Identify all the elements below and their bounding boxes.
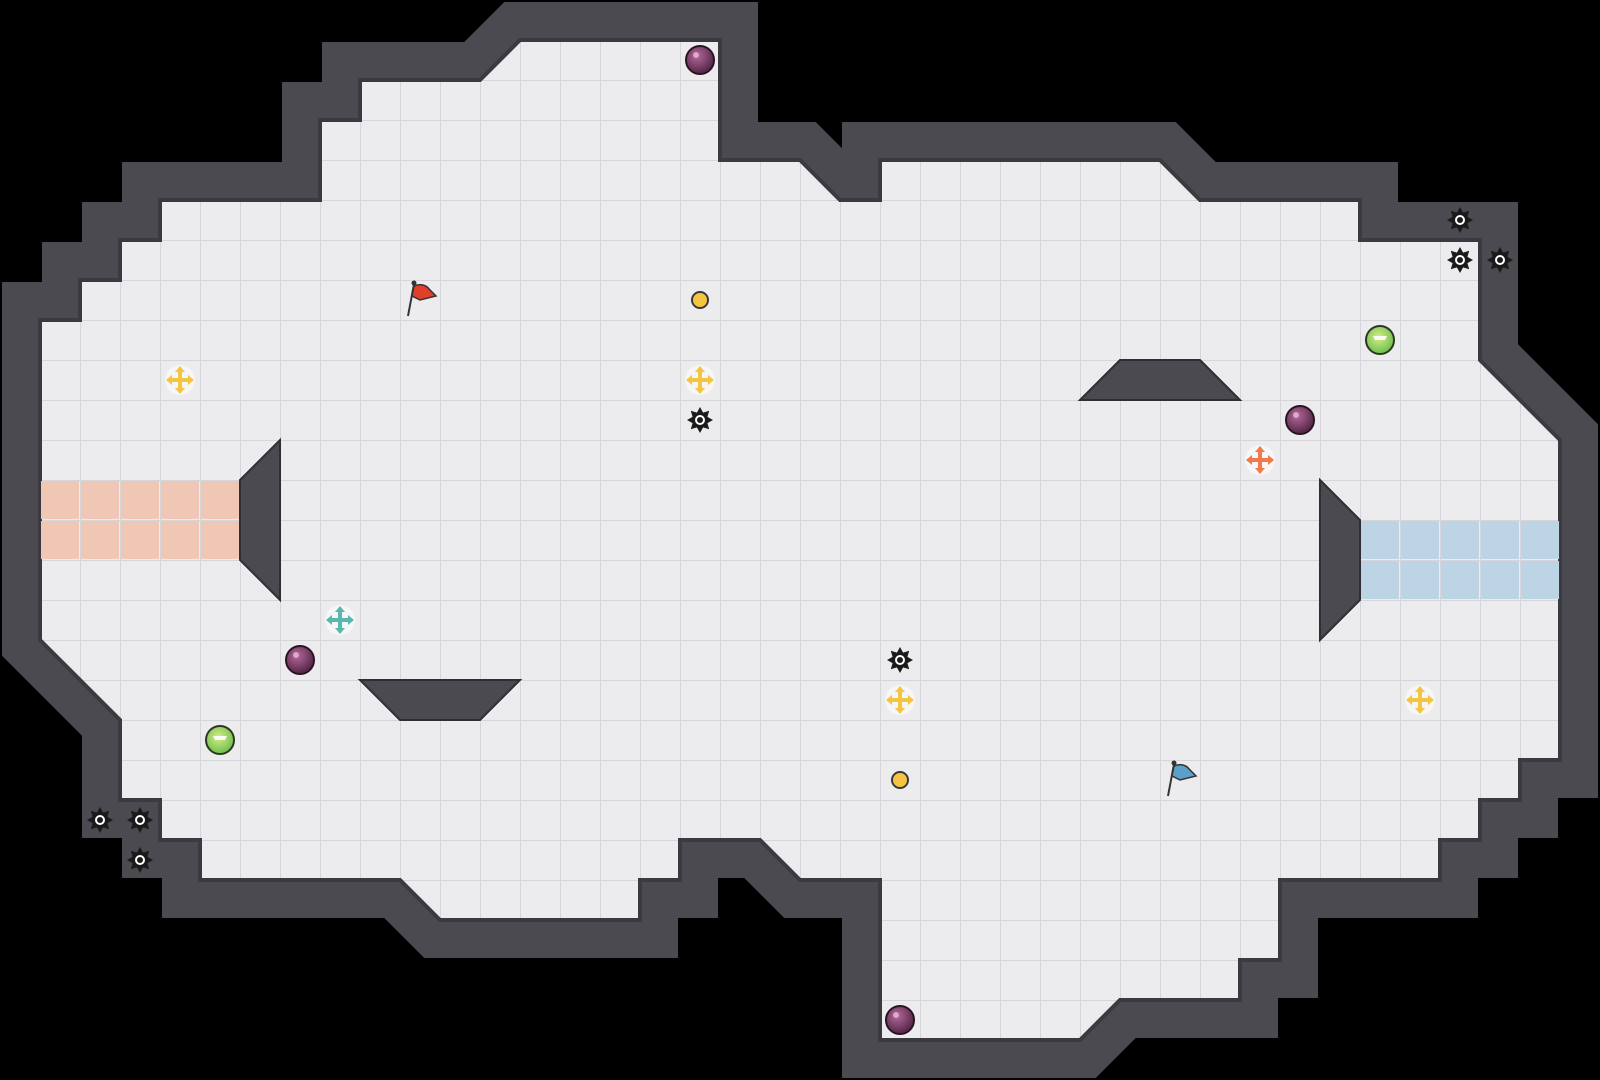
endzone-layer: [41, 481, 1559, 599]
boost-icon: [165, 365, 195, 395]
spike-icon: [687, 407, 713, 433]
portal-icon: [891, 771, 909, 789]
boost-icon: [685, 365, 715, 395]
spike-icon: [127, 847, 153, 873]
bomb-icon: [685, 45, 715, 75]
boost-icon: [1245, 445, 1275, 475]
blue-flag-icon: [1167, 760, 1198, 797]
spike-icon: [887, 647, 913, 673]
bottom-ramp-wall: [357, 679, 523, 721]
bomb-icon: [1285, 405, 1315, 435]
item-layer: [87, 45, 1513, 1035]
right-wedge-wall: [1319, 477, 1361, 643]
spike-icon: [127, 807, 153, 833]
boost-icon: [885, 685, 915, 715]
spike-icon: [1487, 247, 1513, 273]
blue-endzone: [1361, 521, 1559, 599]
bomb-icon: [285, 645, 315, 675]
boost-icon: [1405, 685, 1435, 715]
spike-icon: [87, 807, 113, 833]
red-flag-icon: [407, 280, 438, 317]
left-wedge-wall: [239, 437, 281, 603]
red-endzone: [41, 481, 239, 559]
portal-icon: [691, 291, 709, 309]
powerup-icon: [205, 725, 235, 755]
spike-icon: [1447, 247, 1473, 273]
bomb-icon: [885, 1005, 915, 1035]
spike-icon: [1447, 207, 1473, 233]
powerup-icon: [1365, 325, 1395, 355]
obstacle-layer: [239, 359, 1361, 721]
boost-icon: [325, 605, 355, 635]
top-ramp-wall: [1077, 359, 1243, 401]
